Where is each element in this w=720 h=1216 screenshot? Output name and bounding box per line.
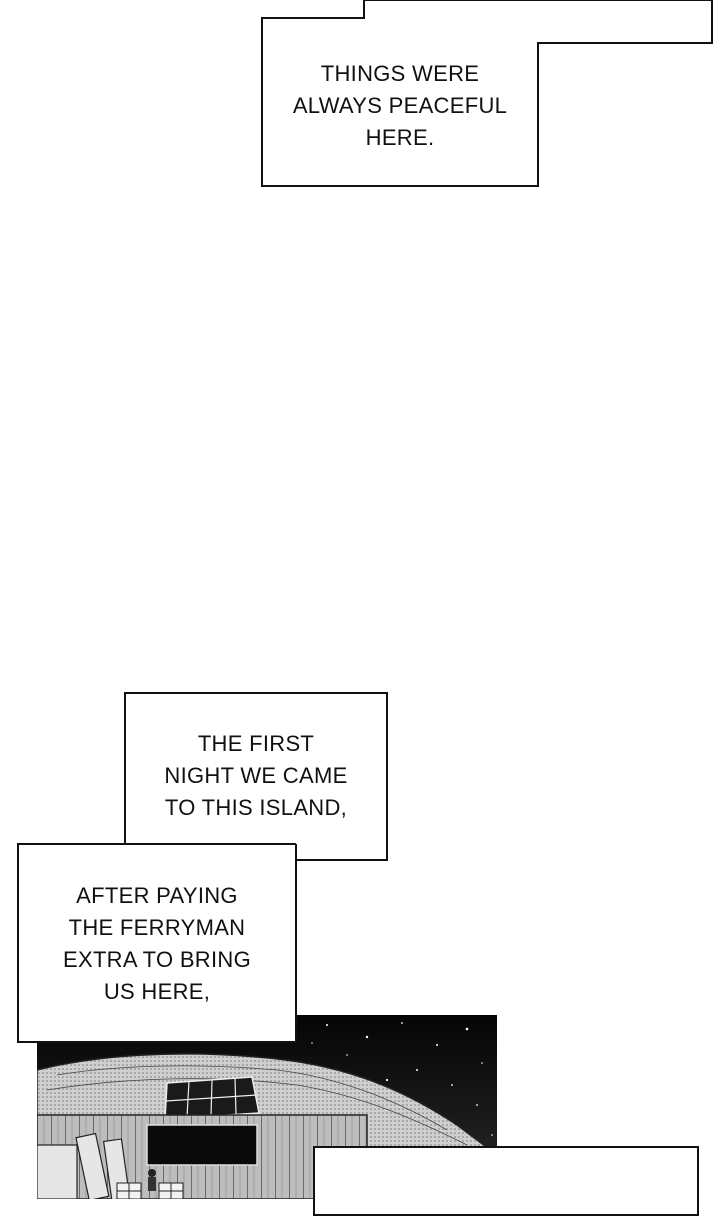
manga-panel-island-night — [37, 1015, 497, 1199]
caption-text-ferryman: AFTER PAYING THE FERRYMAN EXTRA TO BRING… — [63, 883, 251, 1004]
caption-box-stepped-outline — [17, 692, 388, 1043]
night-hut-illustration — [37, 1015, 497, 1199]
caption-text-peaceful: THINGS WERE ALWAYS PEACEFUL HERE. — [292, 61, 508, 150]
roof-grid — [164, 1076, 260, 1120]
caption-text-first-night: THE FIRST NIGHT WE CAME TO THIS ISLAND, — [164, 731, 348, 820]
small-figure — [148, 1169, 156, 1191]
caption-box-peaceful-outline — [261, 0, 713, 187]
caption-box-bottom-partial — [313, 1146, 699, 1216]
